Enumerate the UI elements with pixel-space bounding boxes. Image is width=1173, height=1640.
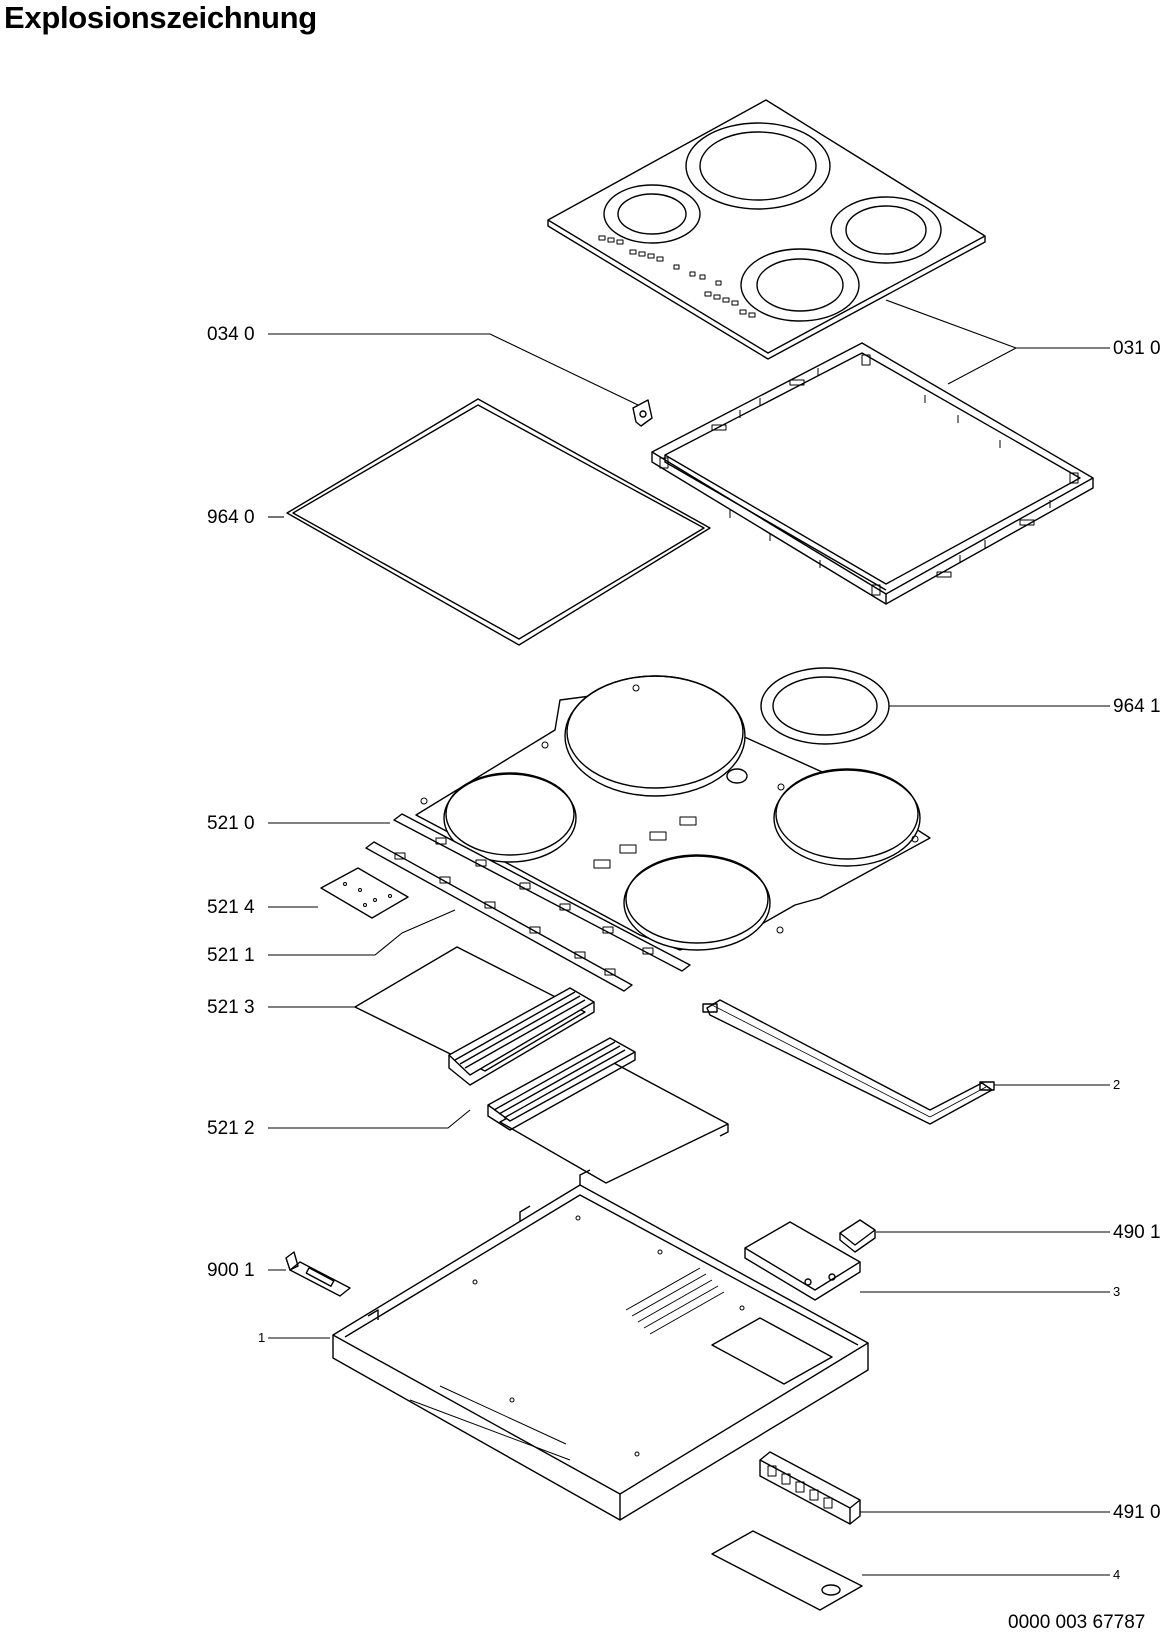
leader-lines xyxy=(268,299,1110,1576)
callout-1: 1 xyxy=(258,1330,266,1345)
callout-521-0: 521 0 xyxy=(207,813,255,834)
power-module-upper xyxy=(354,946,595,1086)
fixing-clip xyxy=(632,399,653,427)
ribbon-cable xyxy=(702,999,995,1125)
callout-3: 3 xyxy=(1113,1284,1121,1299)
callout-521-3: 521 3 xyxy=(207,997,255,1018)
terminal-block xyxy=(759,1451,861,1525)
terminal-strip xyxy=(365,813,691,992)
cover-plate xyxy=(711,1530,863,1611)
callout-521-4: 521 4 xyxy=(207,897,255,918)
connector-plug xyxy=(839,1219,876,1253)
bottom-housing xyxy=(332,1169,869,1521)
callout-034-0: 034 0 xyxy=(207,324,255,345)
coil-plate-tabs xyxy=(420,684,919,934)
callout-521-2: 521 2 xyxy=(207,1118,255,1139)
callout-521-1: 521 1 xyxy=(207,945,255,966)
callout-490-1: 490 1 xyxy=(1113,1222,1161,1243)
document-number: 0000 003 67787 xyxy=(1008,1612,1146,1633)
glass-ceramic-top xyxy=(547,99,986,360)
page-title: Explosionszeichnung xyxy=(4,0,317,35)
induction-coil-plate xyxy=(415,675,931,951)
ring-seal xyxy=(760,667,890,745)
callout-2: 2 xyxy=(1113,1077,1121,1092)
callout-491-0: 491 0 xyxy=(1113,1502,1161,1523)
control-board xyxy=(320,867,409,919)
callout-964-0: 964 0 xyxy=(207,507,255,528)
front-vents xyxy=(409,1385,571,1461)
cable-clamp xyxy=(285,1251,351,1297)
callout-900-1: 900 1 xyxy=(207,1260,255,1281)
gasket-seal xyxy=(286,398,711,646)
callout-964-1: 964 1 xyxy=(1113,696,1161,717)
callout-4: 4 xyxy=(1113,1567,1121,1582)
mounting-bracket xyxy=(744,1221,861,1301)
control-symbols xyxy=(598,235,756,318)
power-module-lower xyxy=(487,1037,729,1184)
vent-grille xyxy=(625,1267,725,1335)
frame-slots xyxy=(659,354,1079,596)
callout-031-0: 031 0 xyxy=(1113,338,1161,359)
cooktop-frame xyxy=(651,342,1094,605)
